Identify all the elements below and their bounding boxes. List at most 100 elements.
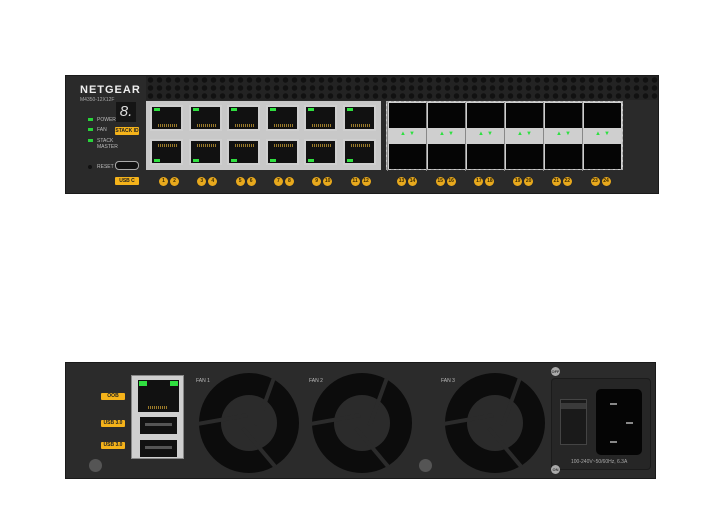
usb3-port-2[interactable] xyxy=(140,440,177,457)
port-pins xyxy=(350,124,371,127)
port-pins xyxy=(312,124,332,127)
link-up-icon: ▲ xyxy=(595,131,601,137)
sfp-port-block: ▲▼▲▼▲▼▲▼▲▼▲▼ xyxy=(386,101,623,171)
sfp-port-15[interactable] xyxy=(428,103,465,128)
fan-3-icon xyxy=(444,373,545,473)
sfp-cage: ▲▼ xyxy=(543,102,582,171)
rj45-port-1[interactable] xyxy=(150,105,183,131)
port-number-16: 16 xyxy=(446,177,456,186)
port-pins xyxy=(235,124,255,127)
port-pins xyxy=(350,144,371,147)
usb3-port-1[interactable] xyxy=(140,417,177,434)
port-pins xyxy=(312,144,332,147)
rj45-port-9[interactable] xyxy=(304,105,337,131)
rj45-port-6[interactable] xyxy=(227,139,260,165)
rj45-port-block xyxy=(146,101,381,170)
power-led xyxy=(88,118,93,121)
port-number-10: 10 xyxy=(323,177,333,186)
port-number-6: 6 xyxy=(246,177,256,186)
rj45-port-4[interactable] xyxy=(188,139,222,165)
stack-master-led xyxy=(88,139,93,142)
fan-1-icon xyxy=(198,373,299,473)
power-switch[interactable] xyxy=(560,399,587,445)
port-number-14: 14 xyxy=(408,177,417,186)
port-number-8: 8 xyxy=(284,177,294,186)
sfp-cage: ▲▼ xyxy=(582,102,621,171)
usb3-label-2: USB 3.0 xyxy=(101,442,125,449)
stack-id-display: 8. xyxy=(116,102,136,122)
port-number-11: 11 xyxy=(350,177,360,186)
fan-3-label: FAN 3 xyxy=(441,378,455,384)
sfp-cage: ▲▼ xyxy=(387,102,426,171)
link-down-icon: ▼ xyxy=(487,131,493,137)
sfp-port-22[interactable] xyxy=(545,144,582,169)
port-led xyxy=(346,159,353,162)
sfp-port-24[interactable] xyxy=(584,144,621,169)
power-label: POWER xyxy=(97,117,116,123)
sfp-port-20[interactable] xyxy=(506,144,543,169)
port-number-19: 19 xyxy=(513,177,523,186)
sfp-port-13[interactable] xyxy=(389,103,426,128)
port-led xyxy=(308,159,314,162)
fan-2-label: FAN 2 xyxy=(309,378,323,384)
rj45-port-2[interactable] xyxy=(150,139,183,165)
link-down-icon: ▼ xyxy=(409,131,415,137)
port-pins xyxy=(273,124,294,127)
link-up-icon: ▲ xyxy=(556,131,562,137)
port-number-7: 7 xyxy=(273,177,283,186)
rj45-port-10[interactable] xyxy=(304,139,337,165)
switch-rear-panel: OOB USB 3.0 USB 3.0 FAN 1 FAN 2 FAN 3 10… xyxy=(65,362,656,479)
port-pins xyxy=(196,144,217,147)
port-number-5: 5 xyxy=(235,177,245,186)
sfp-port-16[interactable] xyxy=(428,144,465,169)
port-led xyxy=(269,108,276,111)
oob-led-right xyxy=(170,381,178,386)
oob-pins xyxy=(148,406,168,409)
fan-label: FAN xyxy=(97,127,107,133)
port-led xyxy=(269,159,276,162)
link-up-icon: ▲ xyxy=(400,131,406,137)
sfp-port-14[interactable] xyxy=(389,144,426,169)
iec-power-inlet[interactable] xyxy=(596,389,642,455)
sfp-port-23[interactable] xyxy=(584,103,621,128)
port-led xyxy=(154,108,160,111)
port-led xyxy=(231,159,237,162)
fan-1-label: FAN 1 xyxy=(196,378,210,384)
port-number-12: 12 xyxy=(361,177,371,186)
usb-c-port[interactable] xyxy=(115,161,139,170)
sfp-port-18[interactable] xyxy=(467,144,504,169)
stack-id-button[interactable]: STACK ID xyxy=(115,127,139,135)
port-pins xyxy=(158,144,178,147)
link-up-icon: ▲ xyxy=(478,131,484,137)
reset-button[interactable] xyxy=(88,165,92,169)
link-down-icon: ▼ xyxy=(604,131,610,137)
rj45-port-7[interactable] xyxy=(265,105,299,131)
rj45-port-11[interactable] xyxy=(342,105,376,131)
oob-led-left xyxy=(139,381,147,386)
rj45-port-5[interactable] xyxy=(227,105,260,131)
sfp-port-19[interactable] xyxy=(506,103,543,128)
port-led xyxy=(346,108,353,111)
sfp-port-17[interactable] xyxy=(467,103,504,128)
port-number-9: 9 xyxy=(312,177,322,186)
port-led xyxy=(154,159,160,162)
sfp-port-21[interactable] xyxy=(545,103,582,128)
port-pins xyxy=(196,124,217,127)
rj45-port-8[interactable] xyxy=(265,139,299,165)
port-number-24: 24 xyxy=(601,177,611,186)
rear-port-block xyxy=(131,375,184,459)
model-number: M4350-12X12F xyxy=(80,97,115,103)
port-number-13: 13 xyxy=(397,177,406,186)
port-number-4: 4 xyxy=(208,177,218,186)
rj45-port-3[interactable] xyxy=(188,105,222,131)
oob-port[interactable] xyxy=(138,380,179,412)
rj45-port-12[interactable] xyxy=(342,139,376,165)
fan-hub xyxy=(467,395,523,451)
link-down-icon: ▼ xyxy=(448,131,454,137)
screw-right xyxy=(419,459,432,472)
port-number-3: 3 xyxy=(197,177,207,186)
fan-led xyxy=(88,128,93,131)
port-number-1: 1 xyxy=(159,177,168,186)
port-led xyxy=(192,159,199,162)
port-led xyxy=(231,108,237,111)
